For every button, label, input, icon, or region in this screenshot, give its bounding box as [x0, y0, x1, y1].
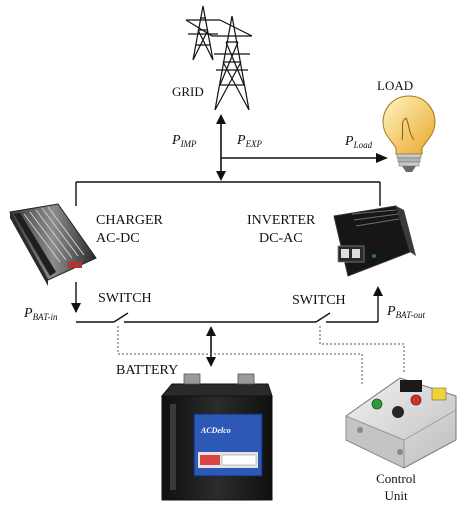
control-unit-label-line2: Unit	[384, 488, 408, 503]
arrow-down-icon	[71, 303, 81, 313]
switch-left-label: SWITCH	[98, 291, 152, 306]
battery-icon	[160, 373, 273, 501]
p-imp-label: PIMP	[172, 133, 197, 149]
arrow-up-icon	[216, 114, 226, 124]
grid-label: GRID	[172, 84, 204, 99]
control-unit-icon	[345, 377, 457, 469]
switch-right-label: SWITCH	[292, 293, 346, 308]
charger-device-icon	[9, 203, 97, 286]
switch-left-contact	[113, 312, 129, 323]
grid-towers-icon	[185, 5, 253, 111]
inverter-label-line2: DC-AC	[259, 231, 303, 246]
arrow-down-icon	[206, 357, 216, 367]
arrow-down-icon	[216, 171, 226, 181]
p-bat-in-label: PBAT-in	[24, 306, 58, 322]
arrow-right-icon	[376, 153, 388, 163]
light-bulb-icon	[382, 95, 436, 172]
control-line-right	[319, 326, 405, 372]
control-unit-label-line1: Control	[376, 471, 416, 486]
charger-label-line1: CHARGER	[96, 213, 163, 228]
arrow-up-icon	[206, 326, 216, 336]
switch-right-contact	[315, 312, 331, 323]
p-load-label: PLoad	[345, 134, 373, 150]
p-bat-out-label: PBAT-out	[387, 304, 426, 320]
battery-label: BATTERY	[116, 363, 179, 378]
load-label: LOAD	[377, 78, 414, 93]
p-exp-label: PEXP	[237, 133, 263, 149]
battery-brand-label: ACDelco	[201, 426, 231, 435]
inverter-label-line1: INVERTER	[247, 213, 316, 228]
inverter-device-icon	[333, 205, 416, 277]
charger-label-line2: AC-DC	[96, 231, 140, 246]
control-line-left	[117, 326, 363, 384]
arrow-up-icon	[373, 286, 383, 296]
